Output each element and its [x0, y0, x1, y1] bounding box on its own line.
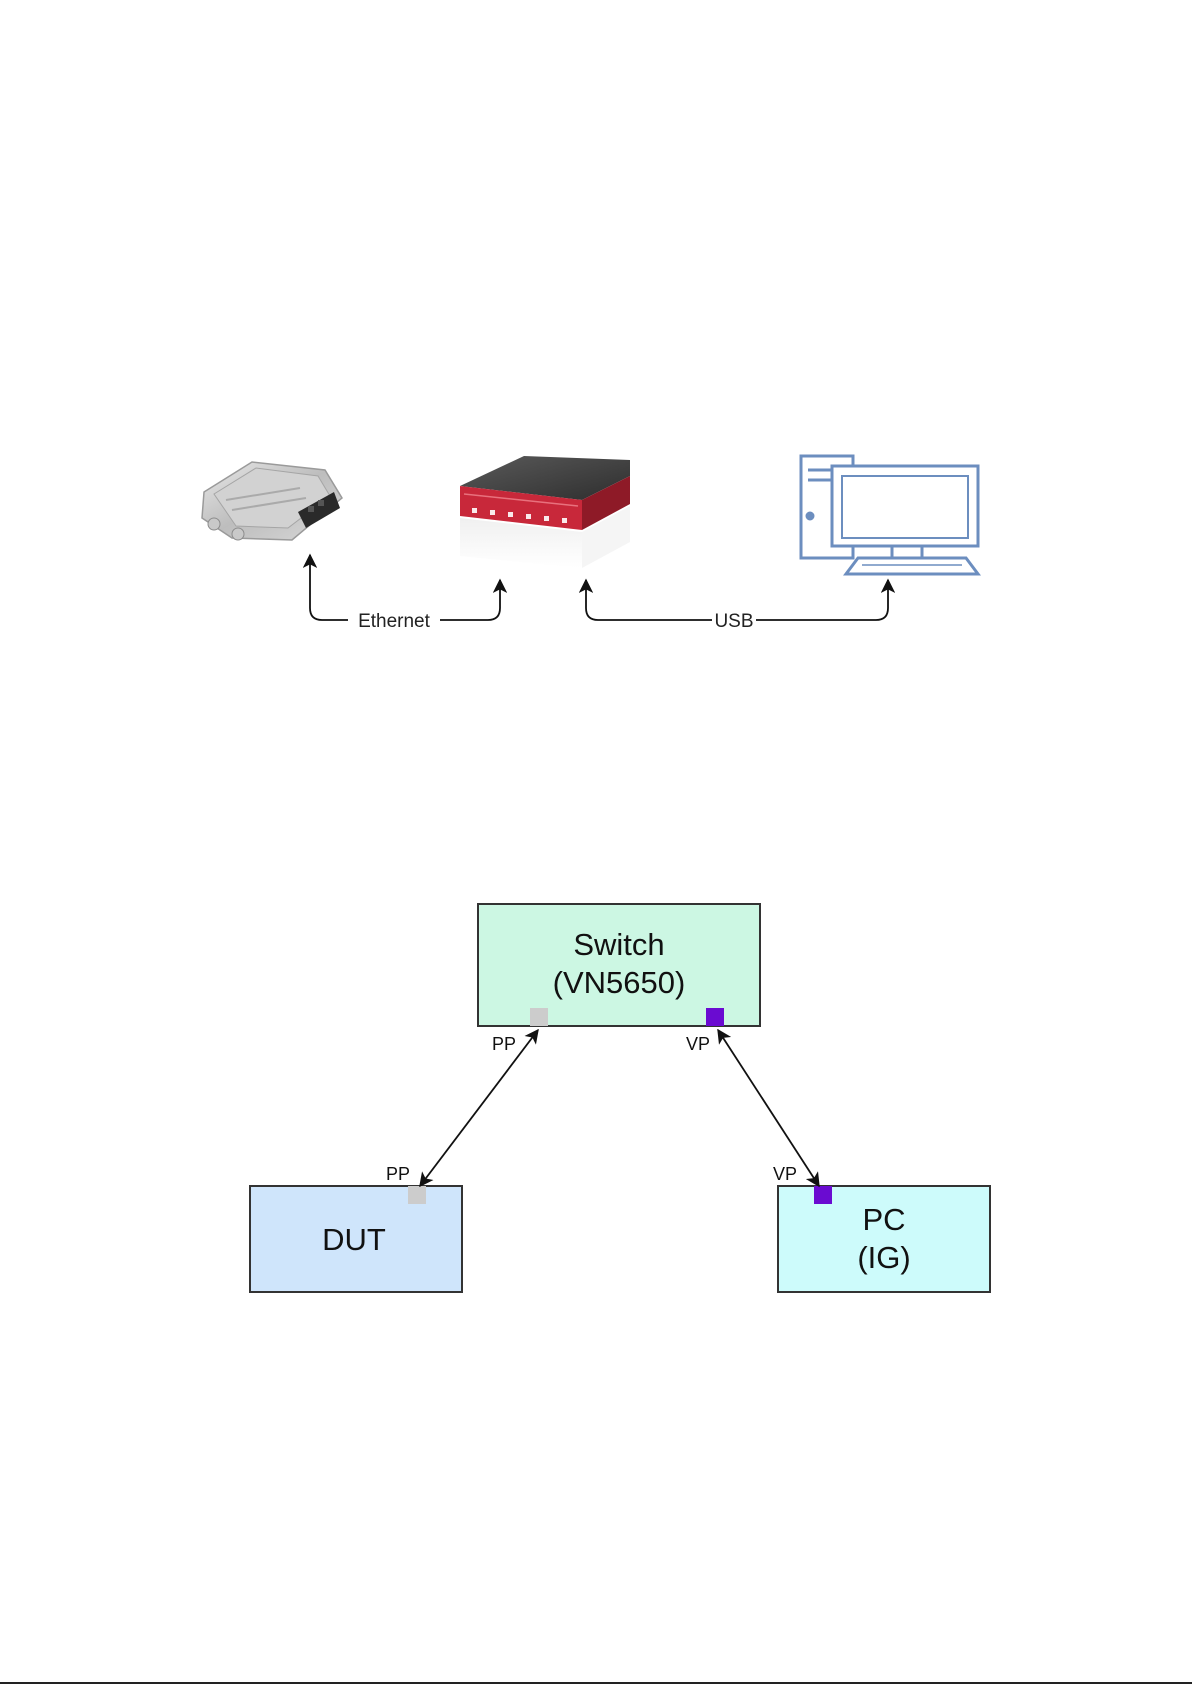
topology-diagram: Switch (VN5650) DUT PC (IG) PP VP PP VP — [250, 904, 990, 1292]
switch-vp-port — [706, 1008, 724, 1026]
switch-subtitle: (VN5650) — [553, 965, 686, 1000]
pc-vp-label: VP — [773, 1164, 797, 1184]
pp-link — [420, 1030, 538, 1186]
ethernet-label: Ethernet — [358, 611, 431, 632]
pc-title: PC — [862, 1202, 905, 1237]
network-interface-device-icon — [460, 456, 630, 568]
usb-label: USB — [714, 611, 753, 632]
dut-title: DUT — [322, 1222, 386, 1257]
pc-node: PC (IG) — [778, 1186, 990, 1292]
vp-link — [718, 1030, 819, 1186]
pc-vp-port — [814, 1186, 832, 1204]
usb-connection: USB — [586, 580, 888, 632]
desktop-computer-icon — [801, 456, 978, 574]
switch-pp-port — [530, 1008, 548, 1026]
setup-diagram: Ethernet USB — [202, 456, 978, 632]
dut-pp-label: PP — [386, 1164, 410, 1184]
switch-title: Switch — [573, 927, 664, 962]
switch-node: Switch (VN5650) — [478, 904, 760, 1026]
ecu-module-icon — [202, 462, 342, 540]
dut-pp-port — [408, 1186, 426, 1204]
dut-node: DUT — [250, 1186, 462, 1292]
ethernet-connection: Ethernet — [310, 555, 500, 632]
pc-subtitle: (IG) — [857, 1240, 910, 1275]
switch-pp-label: PP — [492, 1034, 516, 1054]
switch-vp-label: VP — [686, 1034, 710, 1054]
